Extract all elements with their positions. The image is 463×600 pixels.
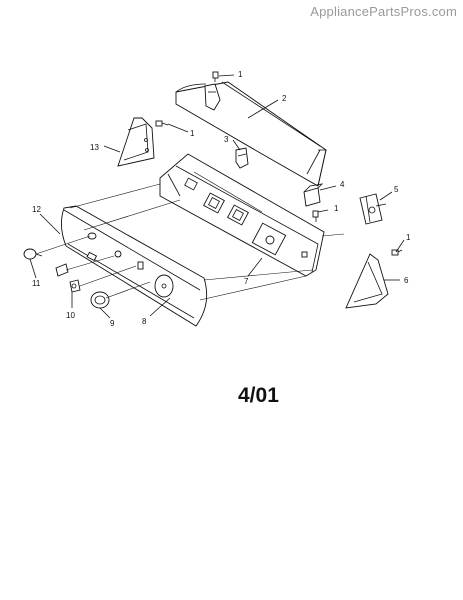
part-bracket[interactable] [235, 147, 249, 169]
callout-label: 1 [190, 129, 195, 138]
callout-label: 13 [90, 143, 99, 152]
callout-label: 5 [394, 185, 399, 194]
callout-label: 1 [238, 70, 243, 79]
callout-label: 4 [340, 180, 345, 189]
callout-label: 11 [32, 279, 41, 288]
part-switch-knob[interactable] [69, 279, 81, 293]
part-dial[interactable] [90, 291, 110, 309]
callout-label: 9 [110, 319, 115, 328]
callout-label: 10 [66, 311, 75, 320]
part-right-end-cap[interactable] [345, 253, 389, 309]
part-switch-block[interactable] [303, 183, 324, 207]
callout-labels: 1 2 1 3 13 1 4 5 1 1 12 6 11 7 10 9 8 [32, 70, 411, 328]
screw-icon [155, 120, 169, 127]
revision-date: 4/01 [238, 384, 279, 407]
callout-label: 1 [334, 204, 339, 213]
watermark-text: AppliancePartsPros.com [310, 4, 457, 19]
callout-label: 7 [244, 277, 249, 286]
part-knob[interactable] [23, 248, 43, 260]
part-timer[interactable] [359, 193, 387, 225]
screw-icon [391, 249, 403, 256]
leader-lines [29, 74, 405, 319]
part-console-panel[interactable] [159, 153, 325, 277]
screw-icon [312, 210, 319, 222]
callout-label: 3 [224, 135, 229, 144]
part-left-end-cap[interactable] [117, 117, 155, 167]
part-front-panel[interactable] [61, 205, 208, 327]
part-hood-clip[interactable] [204, 83, 221, 111]
callout-label: 6 [404, 276, 409, 285]
callout-label: 2 [282, 94, 287, 103]
callout-label: 8 [142, 317, 147, 326]
assembly-guide-lines [35, 183, 345, 301]
screw-icon [212, 71, 219, 82]
callout-label: 12 [32, 205, 41, 214]
screw-icon [301, 251, 308, 258]
part-button[interactable] [55, 263, 69, 277]
callout-label: 1 [406, 233, 411, 242]
